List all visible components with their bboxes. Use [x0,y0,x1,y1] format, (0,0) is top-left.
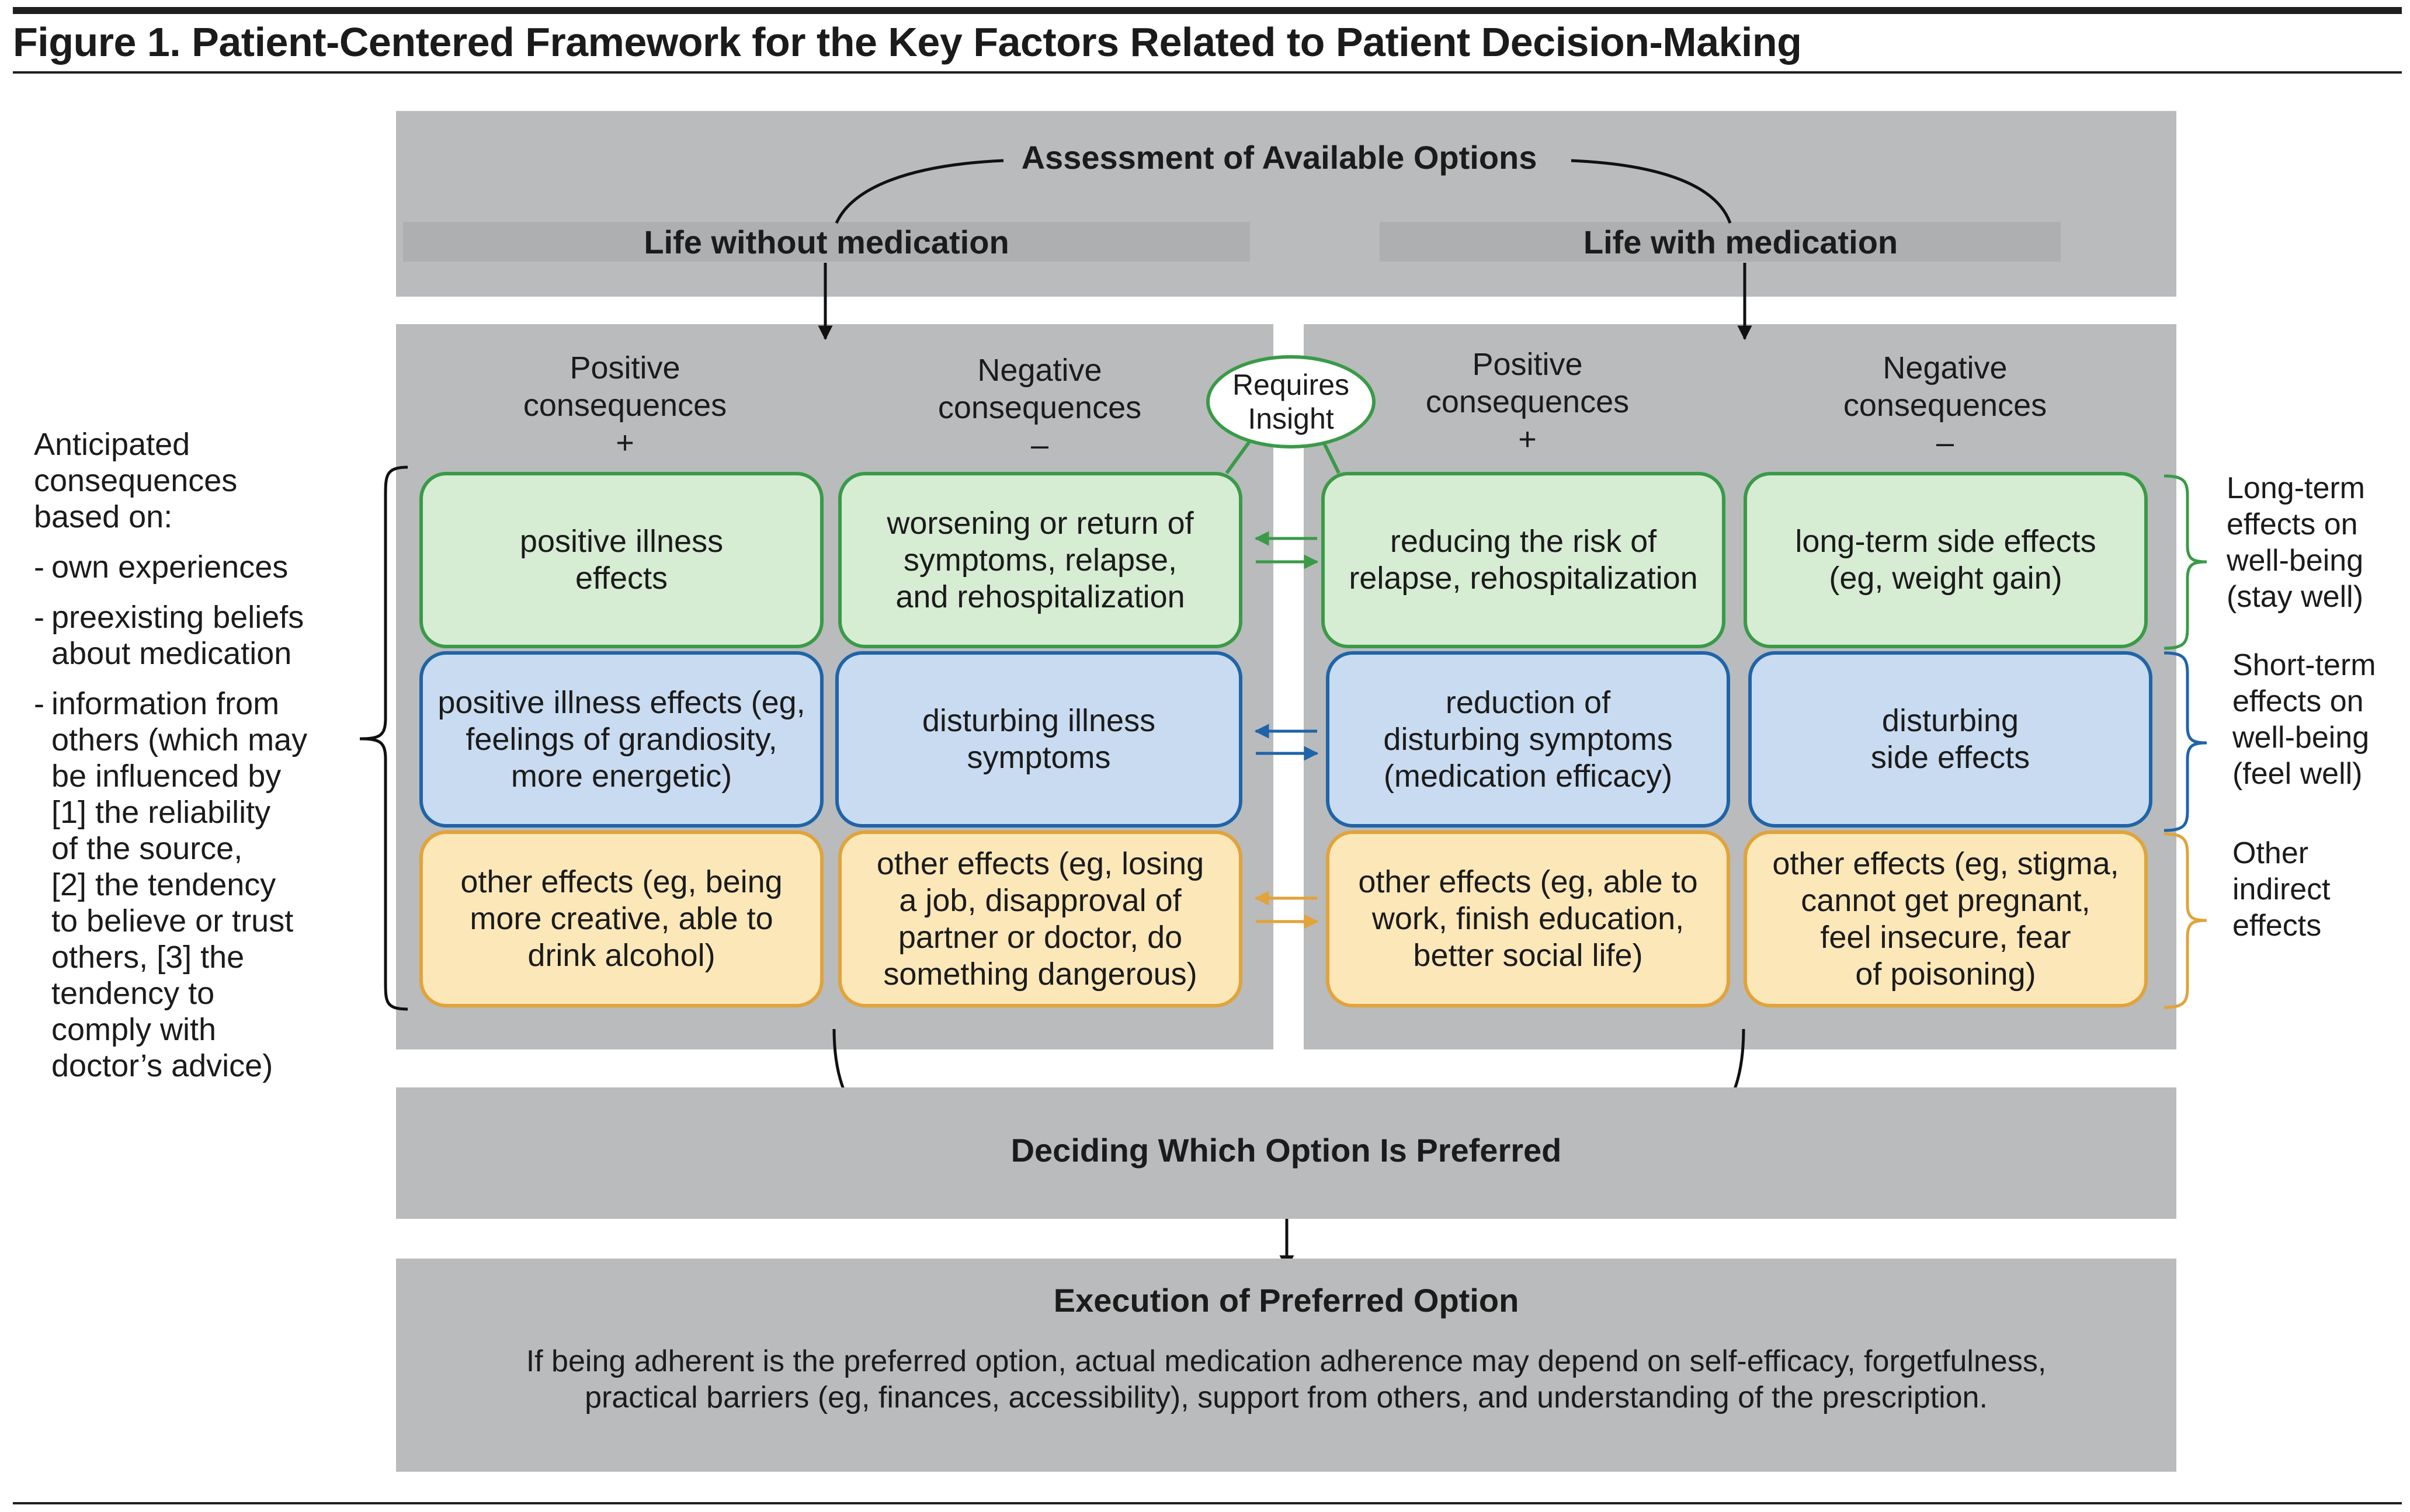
left-blue-positive-box: positive illness effects (eg,feelings of… [419,651,824,828]
insight-line-left [1225,440,1252,474]
assessment-curve-right [1571,159,1732,224]
decision-title: Deciding Which Option Is Preferred [1010,1131,1562,1169]
execution-text: If being adherent is the preferred optio… [526,1344,2047,1414]
right-option-label: Life with medication [1583,224,1898,260]
assessment-panel [396,111,2176,297]
top-rule [13,7,2402,14]
bottom-rule [13,1502,2402,1504]
right-option-band [1380,222,2061,262]
assessment-curve-left [835,159,1004,224]
left-option-label: Life without medication [644,224,1009,260]
figure-title: Figure 1. Patient-Centered Framework for… [13,19,1802,65]
execution-title: Execution of Preferred Option [1053,1282,1519,1319]
right-brace-long-term [2164,474,2207,650]
sidebar-item-experiences: - own experiences [34,550,289,585]
assessment-title: Assessment of Available Options [1021,139,1537,176]
right-brace-indirect [2164,832,2207,1009]
right-yellow-negative-box: other effects (eg, stigma,cannot get pre… [1744,830,2148,1007]
insight-line-right [1321,440,1341,474]
left-option-band [403,222,1250,262]
right-green-negative-box: long-term side effects(eg, weight gain) [1744,472,2148,648]
title-underline [13,71,2402,74]
right-brace-short-term [2164,651,2207,832]
decision-panel: Deciding Which Option Is Preferred [396,1087,2176,1219]
execution-panel [396,1259,2176,1472]
left-brace [359,465,408,1011]
